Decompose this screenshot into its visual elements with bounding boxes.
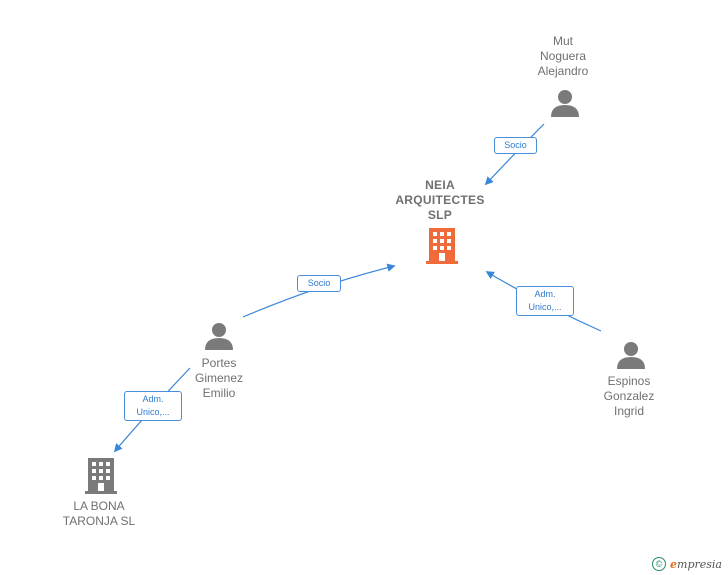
person-name-espinos: Espinos Gonzalez Ingrid [603, 374, 655, 418]
person-icon [205, 323, 233, 350]
copyright-icon: © [652, 557, 667, 571]
company-node-neia[interactable]: NEIA ARQUITECTES SLP [380, 178, 500, 223]
company-name-labona: LA BONA TARONJA SL [62, 499, 136, 528]
person-name-mut: Mut Noguera Alejandro [537, 34, 589, 78]
person-node-portes[interactable]: Portes Gimenez Emilio [171, 356, 267, 401]
brand-logo: empresia [670, 557, 722, 571]
person-icon [551, 90, 579, 117]
building-icon [426, 228, 458, 264]
edge-label-espinos-center[interactable]: Adm. Unico,... [516, 286, 574, 316]
company-name-neia: NEIA ARQUITECTES SLP [395, 178, 485, 222]
building-icon [85, 458, 117, 494]
person-node-espinos[interactable]: Espinos Gonzalez Ingrid [581, 374, 677, 419]
company-node-labona[interactable]: LA BONA TARONJA SL [48, 499, 150, 529]
edge-label-mut-center[interactable]: Socio [494, 137, 537, 154]
person-icon [617, 342, 645, 369]
person-name-portes: Portes Gimenez Emilio [194, 356, 244, 400]
edge-label-portes-labona[interactable]: Adm. Unico,... [124, 391, 182, 421]
edge-label-portes-center[interactable]: Socio [297, 275, 341, 292]
edge-mut-to-center [484, 123, 545, 186]
footer-brand: © empresia [652, 557, 722, 571]
person-node-mut[interactable]: Mut Noguera Alejandro [515, 34, 611, 79]
